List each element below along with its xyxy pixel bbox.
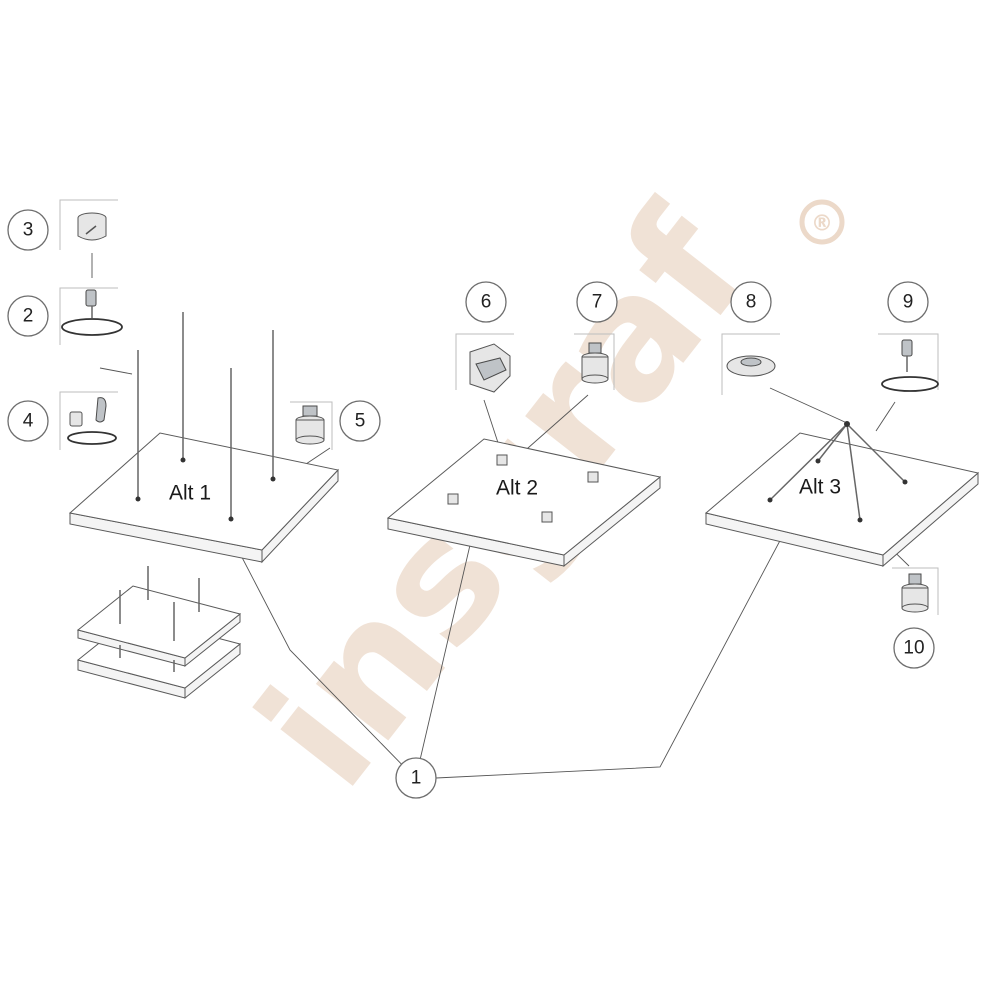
- part-5-spring-clip: [290, 401, 333, 450]
- part-9-wire-gripper: [878, 333, 939, 392]
- callout-8: 8: [730, 281, 772, 323]
- svg-text:5: 5: [355, 411, 366, 432]
- callout-1: 1: [395, 757, 437, 799]
- part-6-clamp-bracket: [455, 333, 514, 393]
- svg-text:8: 8: [746, 292, 757, 313]
- svg-text:9: 9: [903, 292, 914, 313]
- svg-text:7: 7: [592, 292, 603, 313]
- callout-2: 2: [7, 295, 49, 337]
- panel-label-alt3: Alt 3: [799, 476, 841, 499]
- part-3-ceiling-hook: [59, 199, 118, 250]
- part-2-wire-gripper: [59, 287, 123, 345]
- callout-3: 3: [7, 209, 49, 251]
- panel-alt1: Alt 1: [68, 312, 339, 564]
- panel-alt3: Alt 3: [704, 421, 980, 568]
- part-4-hook-kit: [59, 391, 118, 450]
- panel-label-alt1: Alt 1: [169, 482, 211, 505]
- stacked-panels: [76, 566, 242, 700]
- callout-10: 10: [893, 627, 935, 669]
- callout-9: 9: [887, 281, 929, 323]
- svg-text:2: 2: [23, 306, 34, 327]
- part-8-ceiling-plate: [721, 333, 780, 395]
- registered-mark: ®: [799, 199, 845, 245]
- svg-text:4: 4: [23, 411, 34, 432]
- part-7-spring-clip: [574, 333, 615, 390]
- svg-text:®: ®: [811, 212, 833, 237]
- part-10-spring-clip: [892, 567, 939, 615]
- svg-text:3: 3: [23, 220, 34, 241]
- panel-alt2: Alt 2: [386, 438, 662, 568]
- svg-text:6: 6: [481, 292, 492, 313]
- panel-label-alt2: Alt 2: [496, 477, 538, 500]
- svg-text:10: 10: [903, 638, 924, 659]
- callout-7: 7: [576, 281, 618, 323]
- callout-6: 6: [465, 281, 507, 323]
- svg-text:1: 1: [411, 768, 422, 789]
- callout-5: 5: [339, 400, 381, 442]
- callout-4: 4: [7, 400, 49, 442]
